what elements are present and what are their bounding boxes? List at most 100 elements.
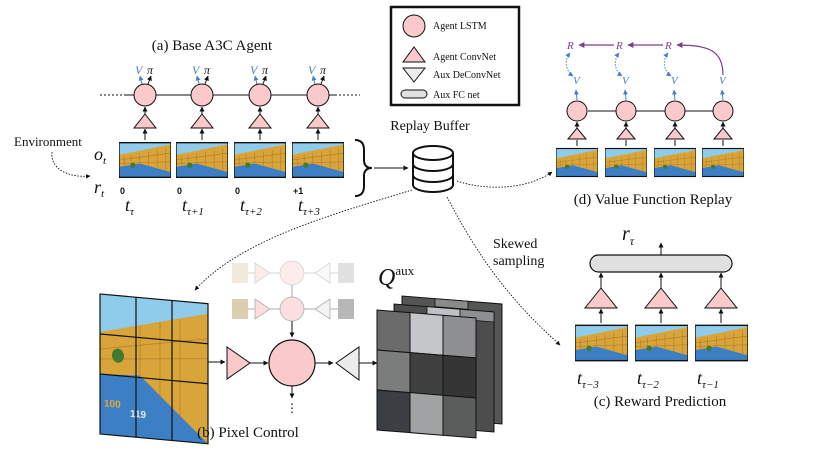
agent-convnet	[664, 127, 686, 140]
q-value-cell	[442, 354, 477, 399]
policy-output-arrow	[320, 75, 325, 85]
agent-lstm	[190, 83, 214, 107]
pixel-lstm	[268, 339, 316, 387]
pixel-deconv	[335, 346, 360, 381]
replay-buffer: Replay Buffer Skewed sampling	[194, 119, 561, 346]
q-value-cell	[409, 312, 444, 356]
agent-lstm	[306, 83, 330, 107]
reward-symbol: rt	[94, 177, 105, 200]
panel-a-title: (a) Base A3C Agent	[152, 38, 273, 54]
value-replay-timestep: VR	[605, 40, 663, 178]
panel-b-title: (b) Pixel Control	[197, 425, 299, 441]
timestep-label: tτ+3	[298, 195, 320, 218]
timestep-label: tτ−3	[577, 368, 599, 391]
observation-frame	[654, 147, 696, 178]
agent-convnet	[583, 287, 619, 309]
reward-output-label: rτ	[622, 223, 635, 248]
agent-lstm	[615, 100, 637, 122]
value-symbol: V	[622, 75, 630, 87]
value-replay-timestep: VR	[556, 40, 614, 178]
q-value-cell	[442, 394, 477, 439]
skewed-label-1: Skewed	[493, 237, 537, 252]
value-symbol: V	[671, 75, 679, 87]
value-symbol: V	[250, 63, 259, 77]
agent-lstm	[664, 100, 686, 122]
hud-ammo: 119	[130, 409, 147, 421]
observation-frame	[635, 324, 688, 362]
reward-value: 0	[120, 186, 125, 196]
legend: Agent LSTM Agent ConvNet Aux DeConvNet A…	[389, 5, 521, 107]
pixel-observation-frame: 100 119	[99, 293, 209, 445]
timestep-label: tτ	[125, 195, 135, 218]
value-output-arrow	[573, 89, 579, 101]
value-symbol: V	[192, 63, 201, 77]
panel-b-pixel-control: 100 119 ⋮ (b) Pixel Control Qaux	[99, 260, 503, 445]
reward-value: 0	[177, 186, 182, 196]
return-symbol: R	[664, 40, 672, 52]
return-symbol: R	[615, 40, 623, 52]
timestep-label: tτ−2	[637, 368, 659, 391]
faded-history	[232, 260, 354, 286]
reward-pred-timestep: tτ−3	[575, 272, 628, 391]
timestep-label: tτ−1	[697, 368, 719, 391]
lstm-continuation-dots: ⋮	[286, 401, 298, 415]
hud-health: 100	[104, 398, 121, 411]
value-output-arrow	[195, 75, 201, 85]
q-value-cell	[376, 309, 411, 354]
agent-lstm	[566, 100, 588, 122]
agent-convnet	[712, 127, 734, 140]
skewed-sampling-arrow	[446, 196, 561, 346]
observation-frame	[119, 141, 171, 179]
value-output-arrow	[311, 75, 317, 85]
return-symbol: R	[566, 40, 574, 52]
reward-pred-timestep: tτ−1	[695, 272, 748, 391]
observation-frame	[292, 141, 344, 179]
policy-symbol: π	[204, 63, 211, 77]
timestep-label: tτ+1	[182, 195, 204, 218]
legend-fc-icon	[400, 89, 428, 99]
observation-frame	[605, 147, 647, 178]
value-symbol: V	[135, 63, 144, 77]
obs-symbol: ot	[94, 144, 107, 167]
observation-frame	[234, 141, 286, 179]
panel-d-title: (d) Value Function Replay	[574, 192, 733, 208]
value-return-link	[614, 52, 623, 77]
legend-deconv-icon	[401, 67, 427, 83]
return-bootstrap-arrow	[676, 42, 724, 76]
q-value-cell	[409, 352, 444, 396]
value-output-arrow	[253, 75, 259, 85]
legend-lstm-icon	[402, 14, 426, 38]
observation-frame	[575, 324, 628, 362]
agent-convnet	[247, 113, 273, 129]
pixel-convnet	[226, 346, 251, 380]
value-symbol: V	[719, 75, 727, 87]
aux-fc-net	[589, 254, 733, 273]
observation-frame	[702, 147, 744, 178]
observation-frame	[556, 147, 598, 178]
agent-lstm	[248, 83, 272, 107]
agent-convnet	[703, 287, 739, 309]
replay-to-value-arrow	[456, 171, 553, 188]
value-symbol: V	[573, 75, 581, 87]
value-output-arrow	[671, 89, 677, 101]
reward-value: +1	[293, 186, 303, 196]
reward-value: 0	[235, 186, 240, 196]
observation-frame	[176, 141, 228, 179]
policy-symbol: π	[320, 63, 327, 77]
q-value-cell	[442, 314, 477, 359]
policy-symbol: π	[147, 63, 154, 77]
legend-convnet-label: Agent ConvNet	[433, 52, 496, 63]
database-icon	[412, 145, 454, 193]
value-output-arrow	[138, 75, 144, 85]
legend-convnet-icon	[402, 46, 426, 63]
policy-output-arrow	[262, 75, 267, 85]
q-value-cell	[409, 392, 444, 436]
value-output-arrow	[719, 89, 725, 101]
q-aux-label: Qaux	[378, 263, 415, 291]
agent-convnet	[615, 127, 637, 140]
